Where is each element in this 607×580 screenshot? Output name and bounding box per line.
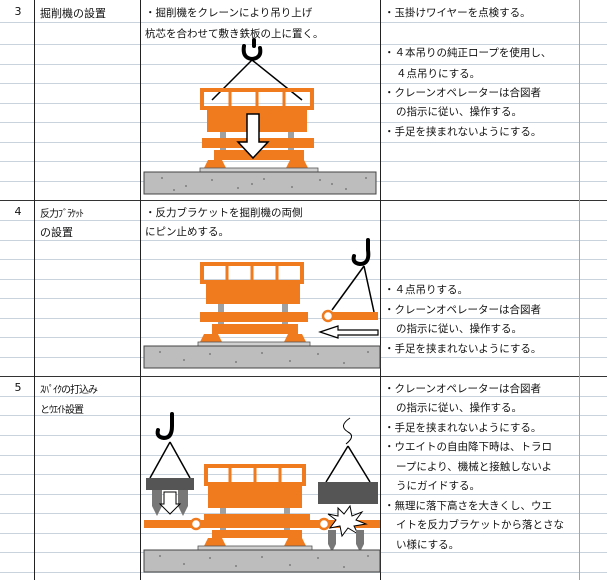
section-divider [0, 376, 607, 377]
caution-note: の指示に従い、操作する。 [396, 106, 522, 118]
column-separator [140, 0, 141, 580]
step-description: 杭芯を合わせて敷き鉄板の上に置く。 [145, 28, 324, 40]
step-title: の設置 [40, 226, 73, 239]
caution-note: ・ウエイトの自由降下時は、トラロ [384, 441, 552, 453]
step-title: ｽﾊﾟｲｸの打込み [40, 385, 98, 396]
column-separator [380, 0, 381, 580]
section-divider [0, 200, 607, 201]
step-title: とｳｴｲﾄ設置 [40, 405, 84, 416]
step-number: 3 [14, 5, 22, 18]
diagram-bracket-installation [143, 238, 381, 369]
left-arrow-icon [318, 325, 379, 339]
caution-note: い様にする。 [396, 539, 460, 551]
caution-note: ・クレーンオペレーターは合図者 [384, 304, 541, 316]
spike-assembly [146, 478, 194, 516]
crane-hook-icon [241, 38, 263, 62]
step-description: ・掘削機をクレーンにより吊り上げ [145, 7, 313, 19]
caution-note: の指示に従い、操作する。 [396, 402, 522, 414]
grid-line [0, 298, 607, 299]
caution-note: ・クレーンオペレーターは合図者 [384, 383, 541, 395]
diagram-spike-driving [143, 412, 381, 573]
step-title: 反力ﾌﾞﾗｹｯﾄ [40, 209, 84, 220]
step-description: にピン止めする。 [145, 226, 229, 238]
grid-line [0, 455, 607, 456]
caution-note: ・手足を挟まれないようにする。 [384, 343, 542, 355]
column-separator [34, 0, 35, 580]
grid-line [0, 435, 607, 436]
grid-line [0, 533, 607, 534]
down-arrow-icon [236, 113, 270, 160]
diagram-machine-lifting [143, 38, 377, 195]
grid-line [0, 415, 607, 416]
caution-note: ・手足を挟まれないようにする。 [384, 422, 542, 434]
grid-line [0, 240, 607, 241]
crane-hook-icon [155, 412, 174, 441]
grid-line [0, 259, 607, 260]
caution-note: イトを反力ブラケットから落とさな [396, 519, 564, 531]
grid-line [0, 103, 607, 104]
grid-line [0, 64, 607, 65]
caution-note: ・４本吊りの純正ロープを使用し、 [384, 47, 552, 59]
grid-line [0, 44, 607, 45]
column-separator [579, 0, 580, 580]
caution-note: ・４点吊りする。 [384, 284, 468, 296]
grid-line [0, 494, 607, 495]
caution-note: の指示に従い、操作する。 [396, 323, 522, 335]
grid-line [0, 396, 607, 397]
caution-note: ープにより、機械と接触しないよ [396, 461, 553, 473]
caution-note: ・無理に落下高さを大きくし、ウエ [384, 500, 552, 512]
grid-line [0, 83, 607, 84]
grid-line [0, 22, 607, 23]
caution-note: うにガイドする。 [396, 480, 480, 492]
step-title: 掘削機の設置 [40, 7, 106, 20]
caution-note: ・玉掛けワイヤーを点検する。 [384, 7, 531, 19]
grid-line [0, 513, 607, 514]
drop-weight [318, 482, 378, 504]
crane-hook-icon [351, 238, 371, 267]
step-description: ・反力ブラケットを掘削機の両側 [145, 207, 303, 219]
step-number: 5 [14, 381, 22, 394]
caution-note: ・手足を挟まれないようにする。 [384, 126, 542, 138]
grid-line [0, 220, 607, 221]
reaction-bracket [321, 309, 378, 323]
caution-note: ・クレーンオペレーターは合図者 [384, 87, 541, 99]
step-number: 4 [14, 205, 22, 218]
caution-note: ４点吊りにする。 [396, 68, 481, 80]
